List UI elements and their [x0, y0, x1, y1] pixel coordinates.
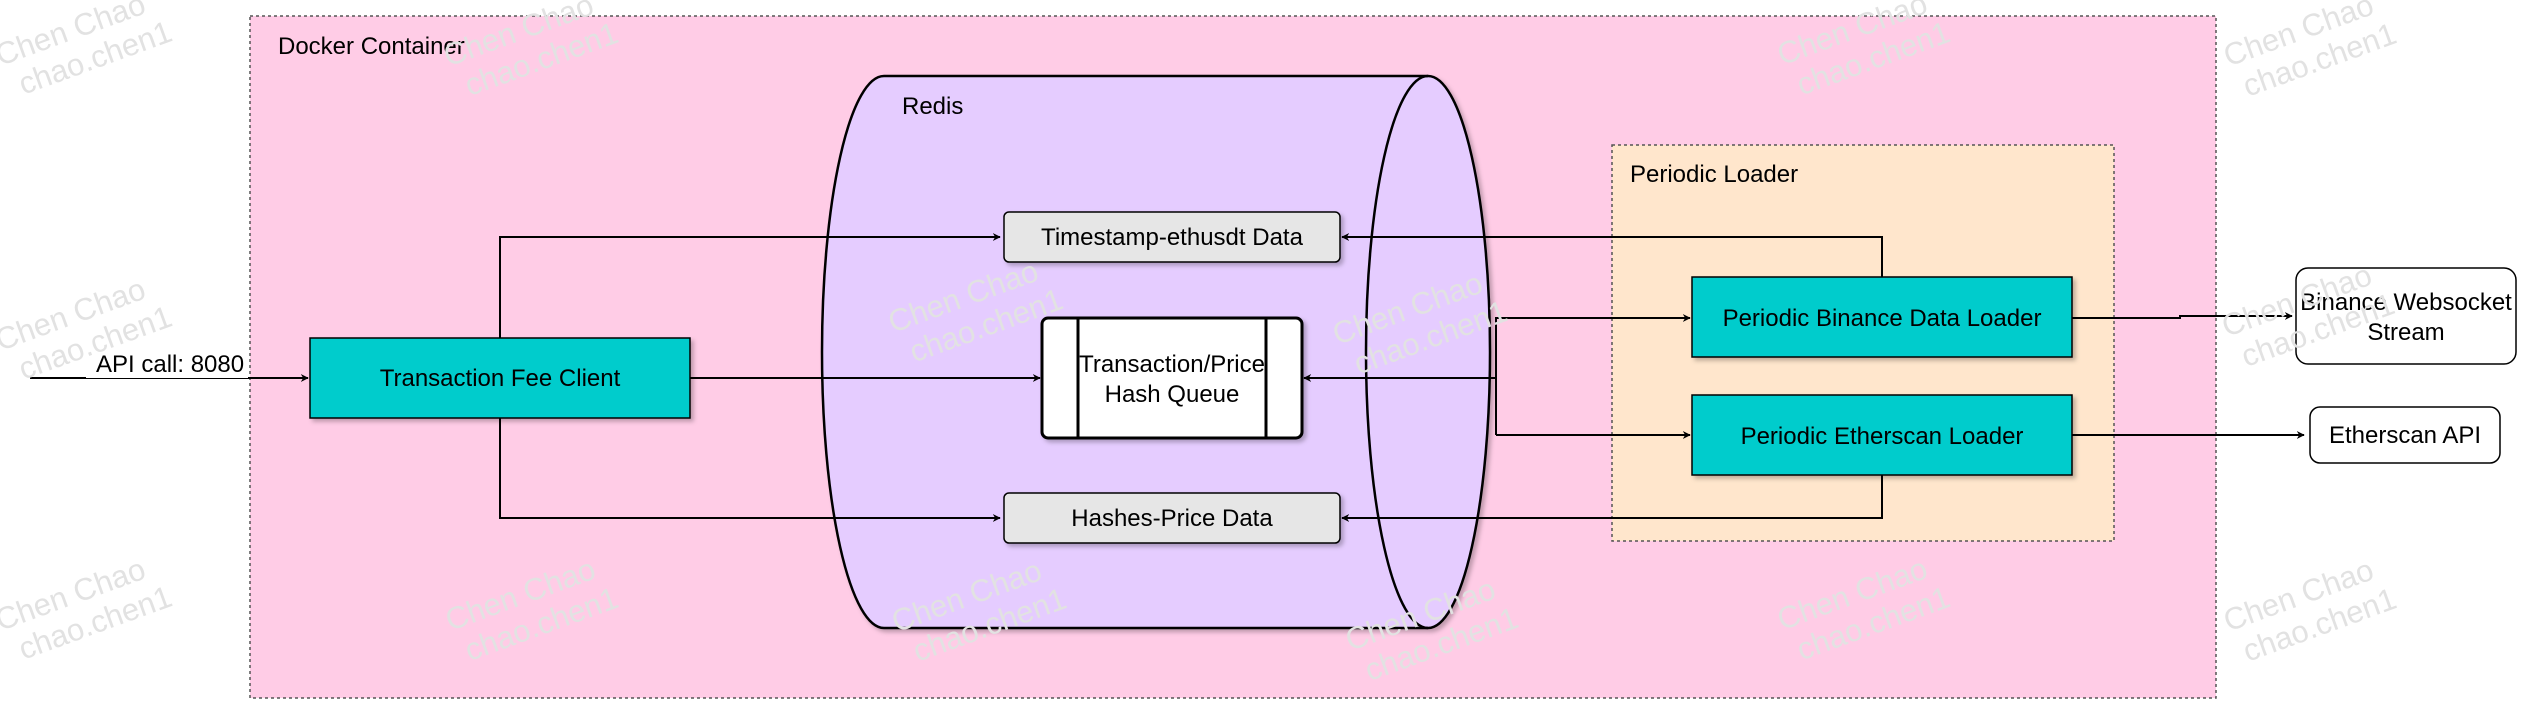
etherscan-api-label: Etherscan API: [2329, 422, 2481, 449]
hash-queue-node: Transaction/Price Hash Queue: [1040, 316, 1304, 440]
watermark: Chen Chao chao.chen1: [0, 0, 176, 101]
etherscan-loader-node: Periodic Etherscan Loader: [1691, 394, 2073, 476]
etherscan-api-node: Etherscan API: [2309, 406, 2501, 464]
edge-binance-to-stream: [2072, 312, 2293, 320]
hashes-price-data-label: Hashes-Price Data: [1071, 505, 1273, 532]
hash-queue-box: [1040, 316, 1304, 440]
watermark: Chen Chao chao.chen1: [2219, 552, 2401, 669]
redis-front-rim: [1364, 74, 1429, 630]
watermark: Chen Chao chao.chen1: [0, 551, 176, 666]
timestamp-data-box: [1003, 211, 1341, 263]
docker-container-label: Docker Container: [278, 33, 465, 60]
etherscan-api-box: [2309, 406, 2501, 464]
binance-loader-box: [1691, 276, 2073, 358]
transaction-fee-client-label: Transaction Fee Client: [380, 365, 621, 392]
api-call-label-bg: [86, 350, 248, 378]
watermark: Chen Chao chao.chen1: [2219, 0, 2401, 104]
binance-stream-box: [2295, 267, 2517, 365]
edge-etherscan-to-hashes: [1341, 474, 1883, 522]
redis-label: Redis: [902, 93, 963, 120]
edge-to-binance-loader: [1495, 314, 1691, 435]
timestamp-data-label: Timestamp-ethusdt Data: [1041, 224, 1304, 251]
binance-loader-node: Periodic Binance Data Loader: [1691, 276, 2073, 358]
api-call-label: API call: 8080: [96, 351, 244, 378]
timestamp-data-node: Timestamp-ethusdt Data: [1003, 211, 1341, 263]
etherscan-loader-box: [1691, 394, 2073, 476]
binance-loader-label: Periodic Binance Data Loader: [1723, 305, 2042, 332]
etherscan-loader-label: Periodic Etherscan Loader: [1741, 423, 2024, 450]
edge-client-to-hashes: [499, 418, 1001, 522]
binance-stream-node: Binance Websocket Stream: [2295, 267, 2517, 365]
hash-queue-label-line2: Hash Queue: [1105, 381, 1240, 408]
hashes-price-data-node: Hashes-Price Data: [1003, 492, 1341, 544]
periodic-loader-label: Periodic Loader: [1630, 161, 1798, 188]
hashes-price-data-box: [1003, 492, 1341, 544]
transaction-fee-client-box: [309, 337, 691, 419]
edge-client-to-timestamp: [499, 233, 1001, 340]
hash-queue-label-line1: Transaction/Price: [1079, 351, 1265, 378]
edge-binance-to-timestamp: [1341, 233, 1883, 277]
binance-stream-label-line1: Binance Websocket: [2300, 289, 2512, 316]
transaction-fee-client: Transaction Fee Client: [309, 337, 691, 419]
binance-stream-label-line2: Stream: [2367, 319, 2444, 346]
